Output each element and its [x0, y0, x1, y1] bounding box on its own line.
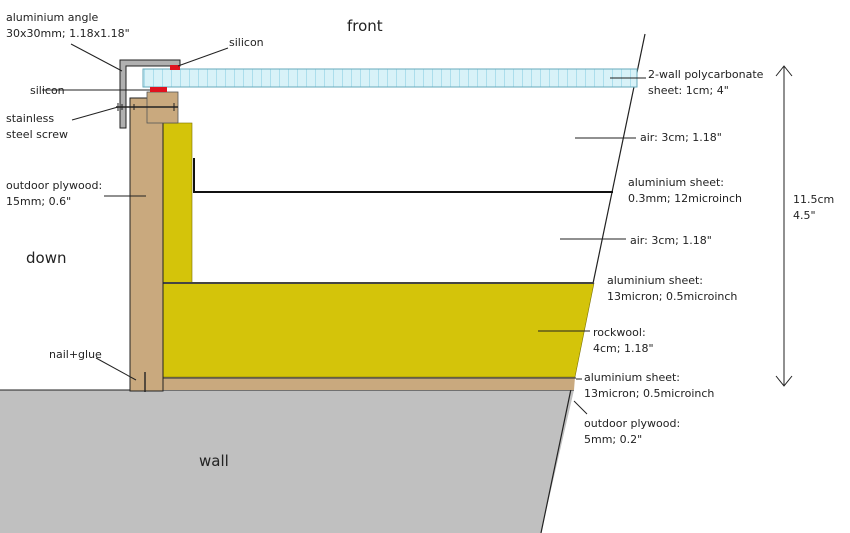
label-polycarbonate-1: 2-wall polycarbonate — [648, 68, 764, 81]
leader-silicon-top — [177, 47, 229, 67]
label-plywood-15-1: outdoor plywood: — [6, 179, 102, 192]
label-plywood-5-2: 5mm; 0.2" — [584, 433, 642, 446]
rockwool-vertical — [162, 122, 193, 284]
label-silicon-left: silicon — [30, 84, 65, 97]
polycarbonate-sheet — [142, 68, 638, 88]
label-aluminium-bottom-2: 13micron; 0.5microinch — [584, 387, 714, 400]
height-dimension-arrow — [775, 65, 793, 387]
label-front: front — [347, 17, 383, 35]
wall-block — [0, 390, 574, 533]
label-plywood-5-1: outdoor plywood: — [584, 417, 680, 430]
label-aluminium-angle-2: 30x30mm; 1.18x1.18" — [6, 27, 130, 40]
label-rockwool-1: rockwool: — [593, 326, 646, 339]
label-air-top: air: 3cm; 1.18" — [640, 131, 722, 144]
label-aluminium-top-1: aluminium sheet: — [628, 176, 724, 189]
label-stainless-screw-1: stainless — [6, 112, 54, 125]
label-silicon-top: silicon — [229, 36, 264, 49]
label-total-height-2: 4.5" — [793, 209, 816, 222]
silicon-top — [170, 65, 180, 70]
label-polycarbonate-2: sheet: 1cm; 4" — [648, 84, 729, 97]
bottom-plywood — [163, 377, 575, 390]
label-rockwool-2: 4cm; 1.18" — [593, 342, 654, 355]
leader-stainless-screw — [71, 106, 119, 121]
vertical-plywood — [129, 97, 164, 392]
label-down: down — [26, 249, 66, 267]
label-aluminium-bottom-1: aluminium sheet: — [584, 371, 680, 384]
label-air-mid: air: 3cm; 1.18" — [630, 234, 712, 247]
leader-nail-glue — [95, 357, 137, 381]
label-plywood-15-2: 15mm; 0.6" — [6, 195, 71, 208]
label-total-height-1: 11.5cm — [793, 193, 834, 206]
leader-plywood-5 — [573, 400, 588, 415]
silicon-left — [150, 87, 167, 92]
label-wall: wall — [199, 452, 229, 470]
leader-aluminium-angle — [70, 43, 123, 72]
rockwool-layer — [162, 282, 595, 378]
label-stainless-screw-2: steel screw — [6, 128, 68, 141]
label-nail-glue: nail+glue — [49, 348, 102, 361]
label-aluminium-top-2: 0.3mm; 12microinch — [628, 192, 742, 205]
label-aluminium-angle-1: aluminium angle — [6, 11, 99, 24]
label-aluminium-mid-1: aluminium sheet: — [607, 274, 703, 287]
label-aluminium-mid-2: 13micron; 0.5microinch — [607, 290, 737, 303]
